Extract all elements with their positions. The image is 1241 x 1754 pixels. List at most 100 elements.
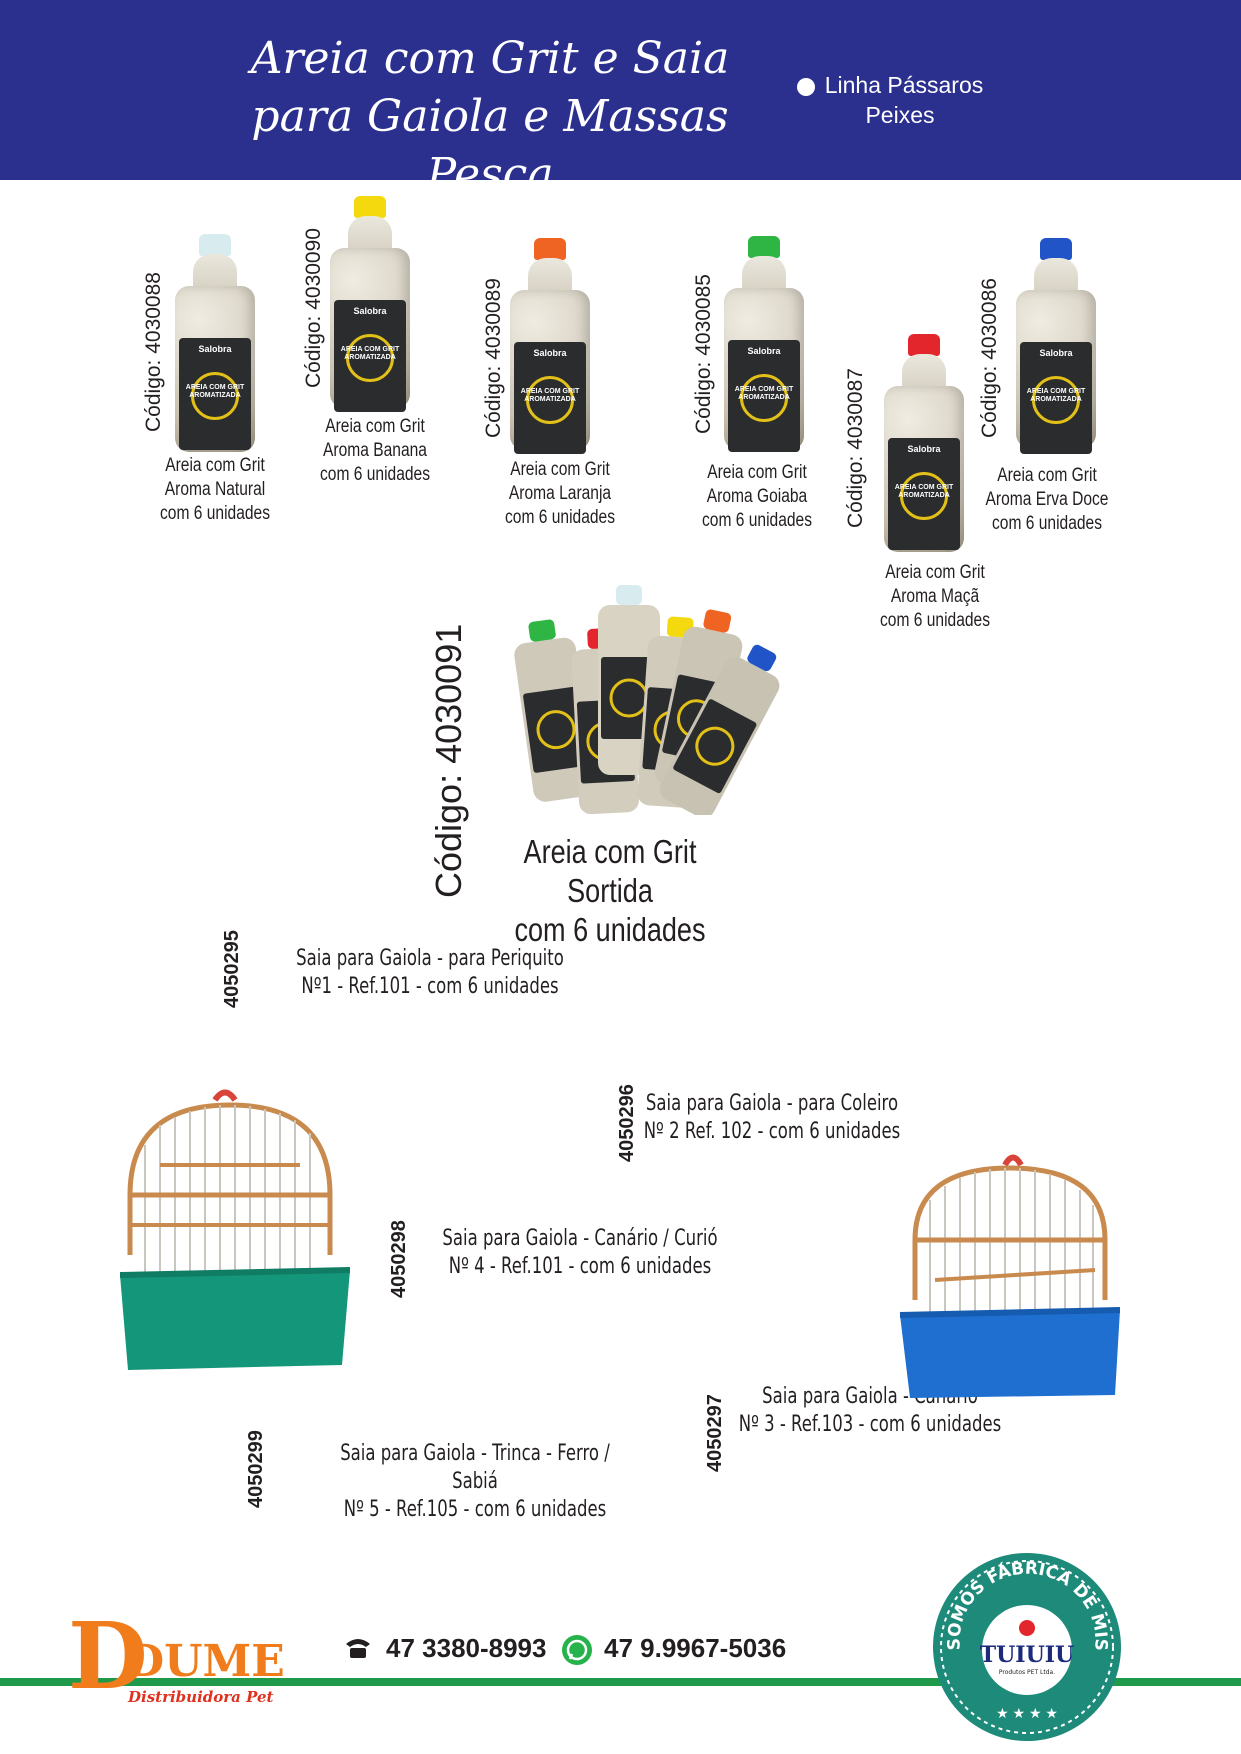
dumes-logo-text: DUMES [126, 1636, 283, 1687]
product-code-goiaba: Código: 4030085 [692, 274, 715, 434]
phone-number: 47 3380-8993 [386, 1633, 547, 1663]
product-desc-line: Areia com Grit [325, 416, 425, 437]
bottle-brand-text: Salobra [907, 444, 941, 454]
product-code-sortida: Código: 4030091 [428, 623, 469, 898]
saia-desc-line: Saia para Gaiola - Canário / Curió [442, 1226, 718, 1251]
product-desc-erva-doce: Areia com Grit Aroma Erva Doce com 6 uni… [977, 464, 1116, 536]
page-header: Areia com Grit e Saia para Gaiola e Mass… [0, 0, 1241, 200]
bottle-laranja-image: Salobra AREIA COM GRIT AROMATIZADA [510, 238, 590, 454]
product-desc-line: com 6 unidades [514, 911, 706, 948]
product-line-label: Linha Pássaros Peixes [780, 70, 1000, 130]
product-code-erva-doce: Código: 4030086 [978, 278, 1001, 438]
dumes-logo-sub: Distribuidora Pet [127, 1688, 274, 1706]
bottle-cap [1040, 238, 1072, 260]
saia-desc-line: Nº 4 - Ref.101 - com 6 unidades [448, 1254, 712, 1279]
product-desc-laranja: Areia com Grit Aroma Laranja com 6 unida… [490, 458, 629, 530]
product-desc-line: Sortida [567, 872, 653, 909]
saia-desc-line: Saia para Gaiola - Trinca - Ferro / Sabi… [340, 1441, 610, 1494]
product-desc-line: Aroma Goiaba [706, 486, 808, 507]
bottle-cap [354, 196, 386, 218]
saia-desc-line: Saia para Gaiola - para Coleiro [645, 1091, 899, 1116]
bottle-group-image [514, 585, 780, 815]
svg-text:D: D [68, 1610, 148, 1710]
saia-desc-line: Nº 5 - Ref.105 - com 6 unidades [343, 1497, 607, 1522]
bottle-brand-text: Salobra [1039, 348, 1073, 358]
saia-code-4050299: 4050299 [245, 1430, 267, 1508]
page-title: Areia com Grit e Saia para Gaiola e Mass… [190, 30, 790, 204]
product-code-laranja: Código: 4030089 [482, 278, 505, 438]
seal-sub: Produtos PET Ltda. [999, 1669, 1055, 1676]
product-desc-line: Aroma Laranja [508, 483, 612, 504]
product-desc-line: Areia com Grit [997, 465, 1097, 486]
bottle-label-text: AREIA COM GRIT AROMATIZADA [894, 484, 954, 499]
saia-desc-canario: Saia para Gaiola - Canário Nº 3 - Ref.10… [735, 1383, 1005, 1439]
saia-desc-line: Nº 2 Ref. 102 - com 6 unidades [643, 1119, 901, 1144]
product-desc-line: Aroma Natural [164, 479, 266, 500]
saia-code-4050295: 4050295 [221, 930, 243, 1008]
saia-desc-line: Nº 3 - Ref.103 - com 6 unidades [738, 1412, 1002, 1437]
saia-code-4050297: 4050297 [704, 1394, 726, 1472]
saia-code-4050296: 4050296 [616, 1084, 638, 1162]
product-desc-natural: Areia com Grit Aroma Natural com 6 unida… [145, 454, 284, 526]
bottle-cap [908, 334, 940, 356]
saia-desc-trinca-ferro: Saia para Gaiola - Trinca - Ferro / Sabi… [318, 1440, 633, 1524]
bottle-cap [748, 236, 780, 258]
line-label-text: Linha Pássaros [824, 72, 984, 98]
bottle-goiaba-image: Salobra AREIA COM GRIT AROMATIZADA [724, 236, 804, 452]
bottle-label-text: AREIA COM GRIT AROMATIZADA [520, 388, 580, 403]
title-line-1: Areia com Grit e Saia [250, 33, 730, 84]
product-code-banana: Código: 4030090 [302, 228, 325, 388]
cage-blue-skirt-image [899, 1154, 1121, 1398]
bottle-brand-text: Salobra [353, 306, 387, 316]
bottle-label-text: AREIA COM GRIT AROMATIZADA [1026, 388, 1086, 403]
product-desc-line: com 6 unidades [991, 513, 1103, 534]
bottle-cap [199, 234, 231, 256]
product-code-natural: Código: 4030088 [142, 272, 165, 432]
product-desc-line: com 6 unidades [159, 503, 271, 524]
bottle-erva-doce-image: Salobra AREIA COM GRIT AROMATIZADA [1016, 238, 1096, 454]
saia-desc-periquito: Saia para Gaiola - para Periquito Nº1 - … [288, 945, 573, 1001]
bottle-banana-image: Salobra AREIA COM GRIT AROMATIZADA [330, 196, 410, 412]
bottle-natural-image: Salobra AREIA COM GRIT AROMATIZADA [175, 234, 255, 452]
product-desc-line: Areia com Grit [165, 455, 265, 476]
line-sub-text: Peixes [865, 102, 935, 128]
product-desc-line: Areia com Grit [885, 562, 985, 583]
bullet-dot-icon [796, 77, 815, 96]
product-desc-sortida: Areia com Grit Sortida com 6 unidades [503, 832, 716, 949]
product-desc-line: com 6 unidades [879, 610, 991, 631]
bottle-label-text: AREIA COM GRIT AROMATIZADA [185, 384, 245, 399]
product-desc-line: Aroma Banana [323, 440, 427, 461]
saia-desc-line: Nº1 - Ref.101 - com 6 unidades [301, 974, 559, 999]
product-desc-line: com 6 unidades [504, 507, 616, 528]
dumes-logo: D DUMES Distribuidora Pet [68, 1610, 283, 1710]
whatsapp-number: 47 9.9967-5036 [604, 1633, 787, 1663]
bottle-maca-image: Salobra AREIA COM GRIT AROMATIZADA [884, 334, 964, 552]
product-desc-line: com 6 unidades [319, 464, 431, 485]
footer-divider [0, 1678, 1241, 1686]
saia-code-4050298: 4050298 [388, 1220, 410, 1298]
tuiuiu-seal-logo: SOMOS FÁBRICA DE MISTURAS TUIUIU Produto… [930, 1550, 1121, 1741]
saia-desc-line: Saia para Gaiola - para Periquito [296, 946, 564, 971]
cage-green-skirt-image [120, 1089, 350, 1370]
product-desc-banana: Areia com Grit Aroma Banana com 6 unidad… [305, 415, 444, 487]
seal-brand: TUIUIU [980, 1642, 1075, 1668]
title-line-2: para Gaiola e Massas Pesca [251, 91, 729, 200]
product-desc-goiaba: Areia com Grit Aroma Goiaba com 6 unidad… [687, 461, 826, 533]
svg-text:★ ★ ★ ★: ★ ★ ★ ★ [996, 1705, 1058, 1721]
phone-icon [346, 1639, 370, 1658]
product-desc-line: com 6 unidades [701, 510, 813, 531]
saia-desc-coleiro: Saia para Gaiola - para Coleiro Nº 2 Ref… [637, 1090, 907, 1146]
product-desc-line: Areia com Grit [523, 833, 697, 870]
saia-desc-canario-curio: Saia para Gaiola - Canário / Curió Nº 4 … [438, 1225, 723, 1281]
bottle-brand-text: Salobra [198, 344, 232, 354]
product-desc-line: Aroma Erva Doce [985, 489, 1109, 510]
product-code-maca: Código: 4030087 [844, 368, 867, 528]
bottle-brand-text: Salobra [533, 348, 567, 358]
bottle-brand-text: Salobra [747, 346, 781, 356]
product-desc-line: Areia com Grit [510, 459, 610, 480]
bottle-cap [534, 238, 566, 260]
bottle-label-text: AREIA COM GRIT AROMATIZADA [734, 386, 794, 401]
product-desc-line: Aroma Maçã [890, 586, 980, 607]
whatsapp-icon [562, 1635, 592, 1665]
bottle-label-text: AREIA COM GRIT AROMATIZADA [340, 346, 400, 361]
